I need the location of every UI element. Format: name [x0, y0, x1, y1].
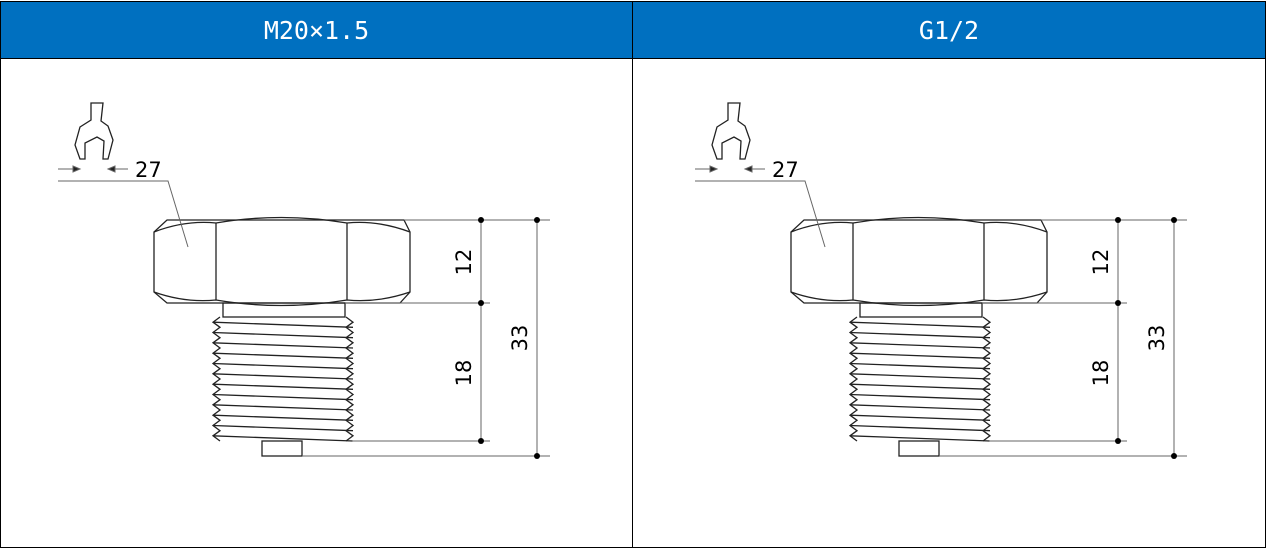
wrench-size-label: 27 — [135, 158, 162, 182]
hex-height-label: 12 — [452, 249, 476, 276]
wrench-icon — [74, 102, 114, 160]
thread-length-label: 18 — [452, 360, 476, 387]
column-header-m20: M20×1.5 — [1, 2, 632, 59]
wrench-size-label: 27 — [772, 158, 799, 182]
thread-length-label: 18 — [1089, 360, 1113, 387]
drawing-cell-m20: 27 12 18 33 — [1, 59, 632, 547]
hex-height-label: 12 — [1089, 249, 1113, 276]
fitting-outline — [695, 102, 1187, 459]
column-divider — [632, 2, 633, 547]
total-height-label: 33 — [1145, 325, 1169, 352]
total-height-label: 33 — [508, 325, 532, 352]
wrench-icon — [711, 102, 751, 160]
drawing-cell-g12: 27 12 18 33 — [633, 59, 1265, 547]
fitting-drawing-g12: 27 12 18 33 — [695, 102, 1187, 459]
fitting-outline — [58, 102, 550, 459]
fitting-drawing-m20: 27 12 18 33 — [58, 102, 550, 459]
column-header-g12: G1/2 — [633, 2, 1265, 59]
